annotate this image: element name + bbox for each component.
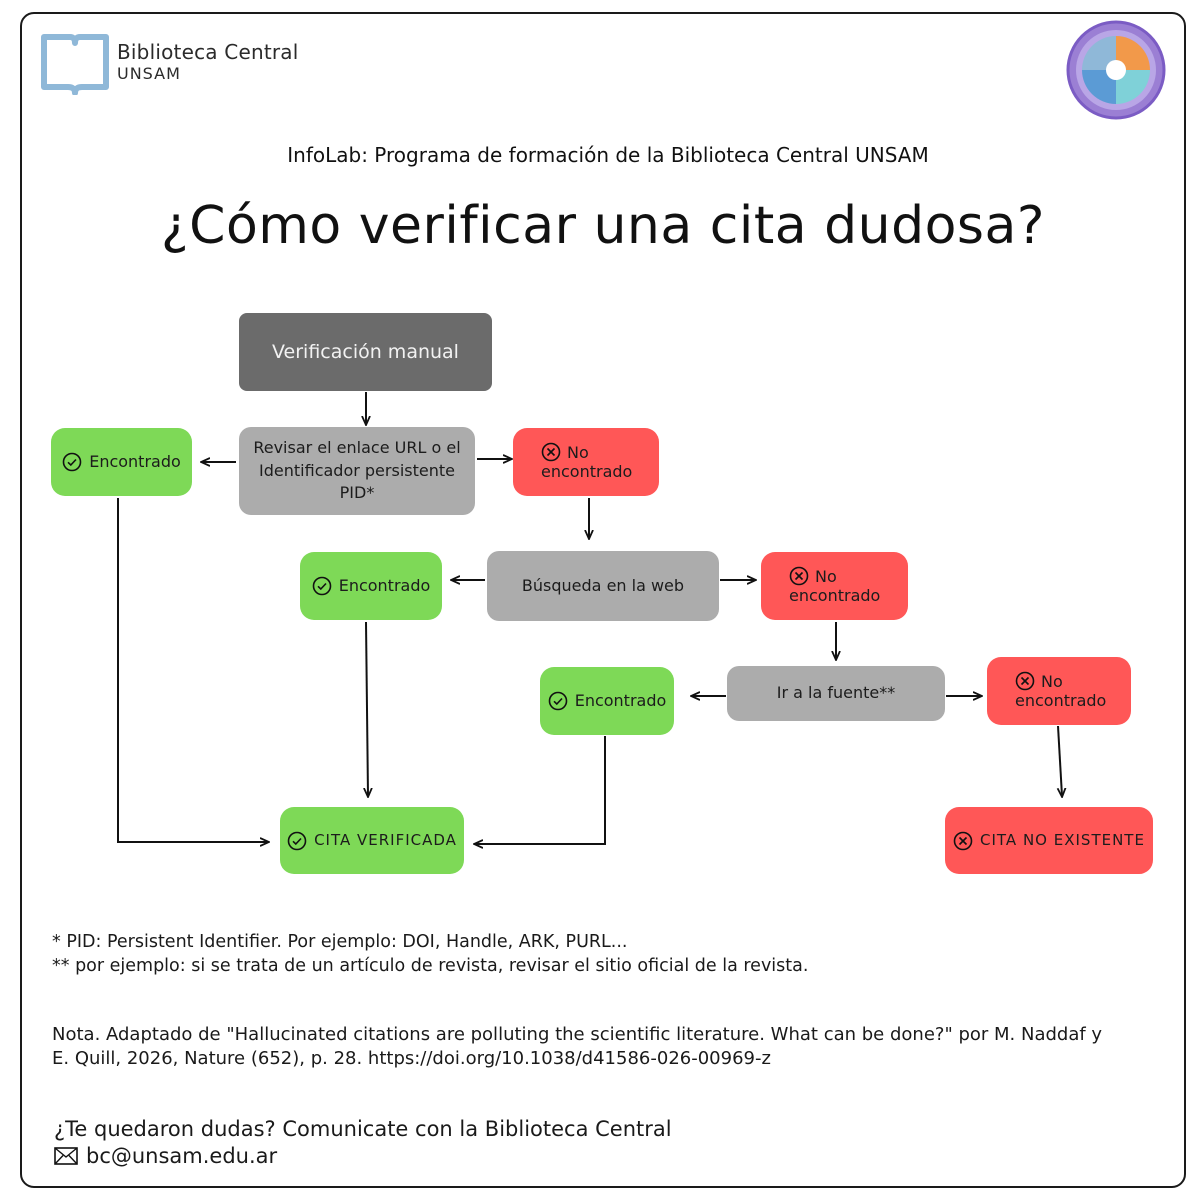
step2-not-found-label-1: No (815, 566, 837, 586)
check-circle-icon (62, 452, 82, 472)
citation-note-line-2: E. Quill, 2026, Nature (652), p. 28. htt… (52, 1048, 771, 1069)
page-title: ¿Cómo verificar una cita dudosa? (161, 196, 1045, 256)
step2-not-found-label-2: encontrado (789, 586, 881, 606)
step2-not-found: No encontrado (761, 552, 908, 620)
step2-found-label: Encontrado (338, 575, 431, 595)
contact-question: ¿Te quedaron dudas? Comunicate con la Bi… (54, 1117, 672, 1141)
step3-found: Encontrado (540, 667, 674, 735)
outcome-citation-verified: CITA VERIFICADA (280, 807, 464, 874)
step1-not-found: No encontrado (513, 428, 659, 496)
footnote-source: ** por ejemplo: si se trata de un artícu… (52, 956, 809, 976)
footnote-pid: * PID: Persistent Identifier. Por ejempl… (52, 932, 628, 952)
x-circle-icon (953, 831, 973, 850)
step1-found: Encontrado (51, 428, 192, 496)
nonexistent-label: CITA NO EXISTENTE (980, 831, 1145, 849)
step3-label: Ir a la fuente** (776, 683, 896, 703)
check-circle-icon (312, 576, 332, 596)
step3-not-found: No encontrado (987, 657, 1131, 725)
check-circle-icon (548, 691, 568, 711)
step1-not-found-label-2: encontrado (541, 462, 633, 482)
verified-label: CITA VERIFICADA (314, 831, 457, 849)
step-web-search: Búsqueda en la web (487, 551, 719, 621)
step3-not-found-label-2: encontrado (1015, 691, 1107, 711)
step-check-url-pid: Revisar el enlace URL o el Identificador… (239, 427, 475, 515)
start-manual-verification: Verificación manual (239, 313, 492, 391)
step2-found: Encontrado (300, 552, 442, 620)
logo-subtitle: UNSAM (117, 64, 181, 83)
step-go-to-source: Ir a la fuente** (727, 666, 945, 721)
start-label: Verificación manual (272, 340, 459, 363)
step1-label: Revisar el enlace URL o el Identificador… (253, 438, 461, 503)
contact-email[interactable]: bc@unsam.edu.ar (86, 1144, 278, 1168)
outcome-citation-nonexistent: CITA NO EXISTENTE (945, 807, 1153, 874)
open-book-logo-icon (41, 34, 109, 95)
x-circle-icon (541, 443, 561, 462)
check-circle-icon (287, 831, 307, 850)
logo-title: Biblioteca Central (117, 40, 299, 64)
x-circle-icon (1015, 672, 1035, 691)
contact-email-row: bc@unsam.edu.ar (54, 1144, 277, 1168)
step3-not-found-label-1: No (1041, 671, 1063, 691)
program-subtitle: InfoLab: Programa de formación de la Bib… (287, 143, 929, 167)
step1-not-found-label-1: No (567, 442, 589, 462)
x-circle-icon (789, 567, 809, 586)
step3-found-label: Encontrado (574, 690, 667, 710)
infolab-circle-badge-icon (1066, 20, 1166, 120)
citation-note-line-1: Nota. Adaptado de "Hallucinated citation… (52, 1024, 1103, 1045)
step2-label: Búsqueda en la web (521, 575, 685, 595)
step1-found-label: Encontrado (89, 451, 181, 471)
envelope-icon (54, 1147, 78, 1165)
